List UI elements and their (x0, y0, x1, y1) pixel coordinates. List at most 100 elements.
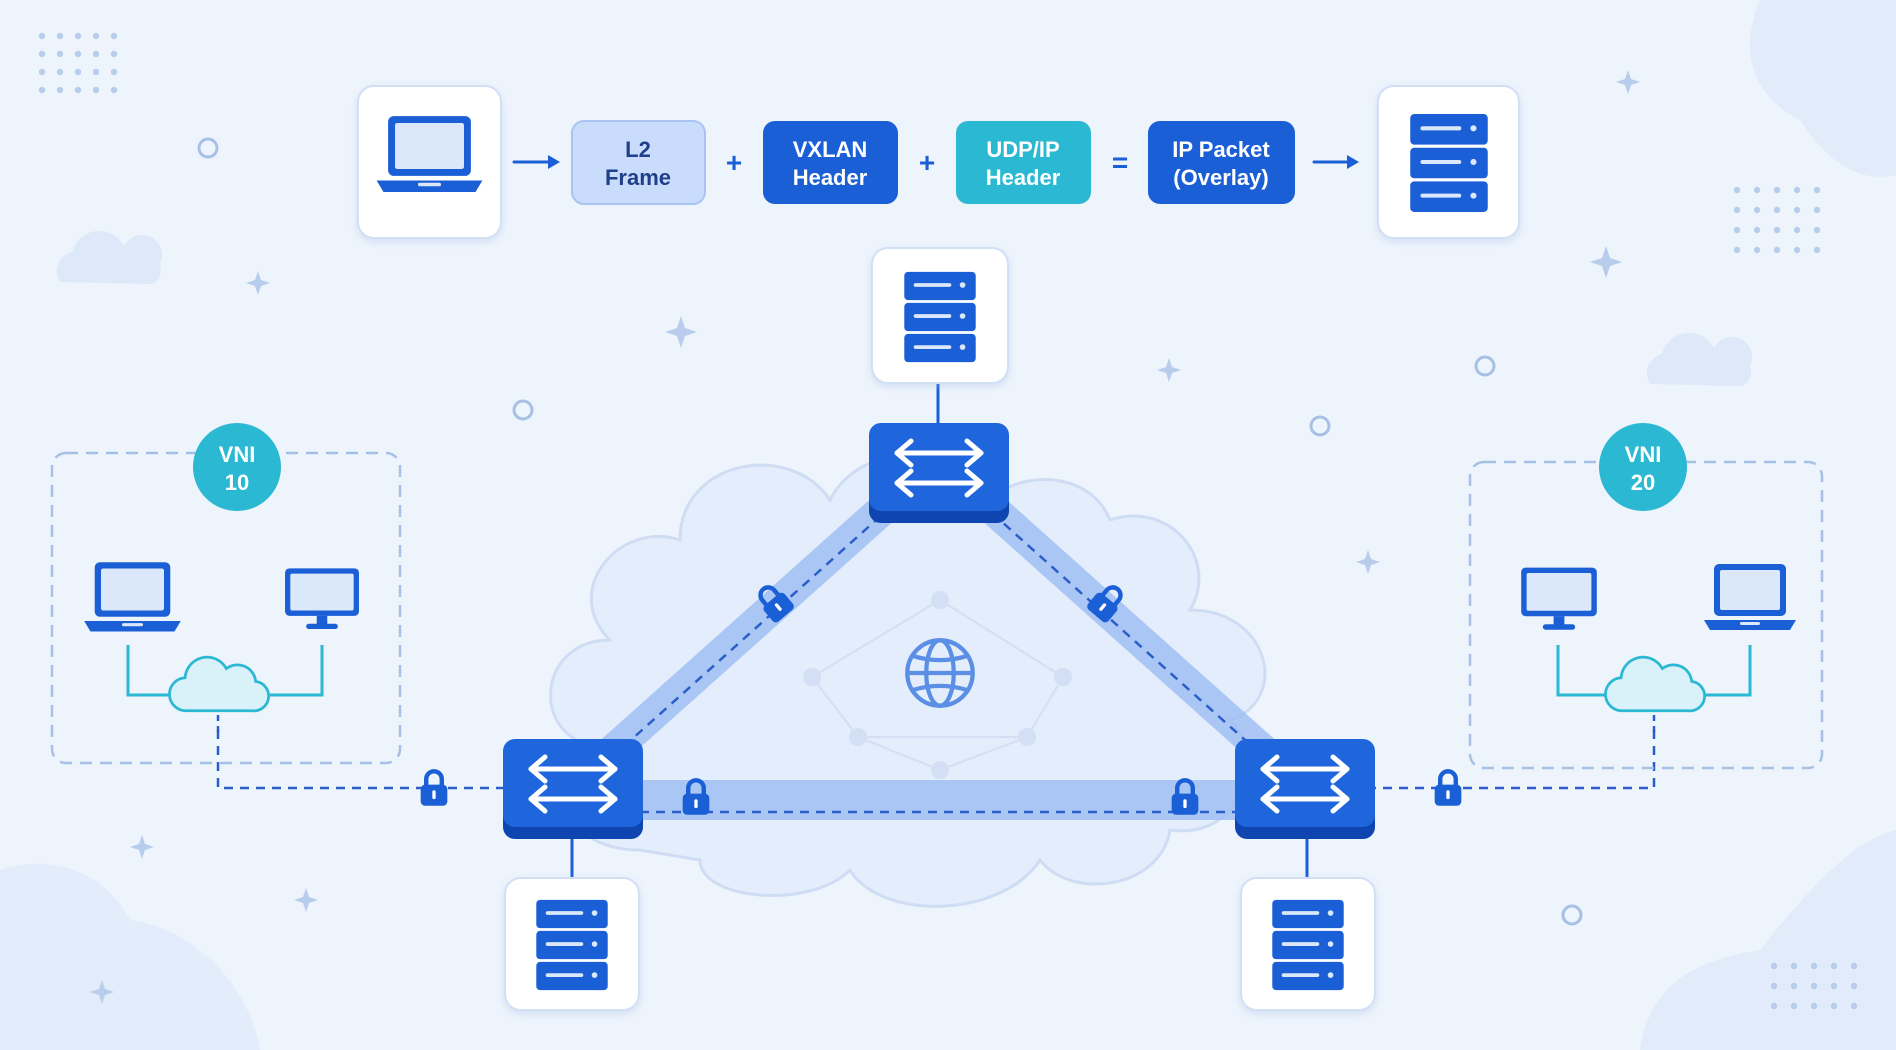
server-icon (1410, 114, 1488, 212)
l2-frame-line2: Frame (605, 165, 671, 190)
operator-plus-2: + (919, 147, 935, 178)
vni-10-label: VNI (219, 442, 256, 467)
lock-icon (421, 771, 448, 805)
decor-dot (1810, 962, 1818, 970)
decor-dot (1813, 186, 1821, 194)
ip-packet-overlay-block (1148, 121, 1295, 204)
operator-plus-1: + (726, 147, 742, 178)
decor-dot (38, 50, 46, 58)
decor-dot (74, 50, 82, 58)
decor-dot (1793, 186, 1801, 194)
monitor-icon (1521, 567, 1597, 630)
laptop-icon (376, 116, 483, 192)
decor-dot (1770, 1002, 1778, 1010)
decor-dot (1850, 962, 1858, 970)
decor-dot (74, 32, 82, 40)
vni-10-badge (193, 423, 281, 511)
switch-arrows-icon (1235, 739, 1375, 839)
vni-10-number: 10 (225, 470, 249, 495)
decor-dot (38, 32, 46, 40)
decor-dot (56, 50, 64, 58)
decor-dot (1733, 186, 1741, 194)
switch-arrows-icon (503, 739, 643, 839)
decor-dot (1733, 226, 1741, 234)
decor-dot (1793, 206, 1801, 214)
decor-dot (1830, 1002, 1838, 1010)
decor-dot (1810, 1002, 1818, 1010)
decor-dot (1813, 226, 1821, 234)
lock-icon (1435, 771, 1462, 805)
decor-dot (1790, 982, 1798, 990)
encapsulation-row: L2 Frame + VXLAN Header + UDP/IP Header … (357, 85, 1520, 239)
decor-dot (110, 68, 118, 76)
decor-dot (1770, 982, 1778, 990)
decor-dot (56, 32, 64, 40)
decor-dot (74, 86, 82, 94)
decor-dot (1790, 962, 1798, 970)
vni-20-label: VNI (1625, 442, 1662, 467)
vxlan-header-line2: Header (793, 165, 868, 190)
decor-dot (56, 86, 64, 94)
decor-dot (110, 86, 118, 94)
decor-dot (110, 32, 118, 40)
ip-packet-line1: IP Packet (1172, 137, 1270, 162)
decor-dot (1733, 206, 1741, 214)
udp-ip-header-line2: Header (986, 165, 1061, 190)
decor-dot (92, 32, 100, 40)
decor-dot (1830, 962, 1838, 970)
cloud-icon (1604, 655, 1707, 713)
decor-dot (1850, 982, 1858, 990)
decor-dot (1753, 226, 1761, 234)
decor-dot (1773, 246, 1781, 254)
decor-dot (1770, 962, 1778, 970)
decor-dot (1753, 206, 1761, 214)
operator-equals: = (1112, 147, 1128, 178)
laptop-icon (84, 562, 181, 632)
vxlan-header-line1: VXLAN (793, 137, 868, 162)
server-icon (904, 271, 976, 363)
l2-frame-line1: L2 (625, 137, 651, 162)
l2-frame-block (571, 120, 706, 205)
decor-dot (1850, 1002, 1858, 1010)
decor-dot (1813, 206, 1821, 214)
decor-dot (1793, 226, 1801, 234)
decor-dot (1753, 186, 1761, 194)
udp-ip-header-block (956, 121, 1091, 204)
decor-dot (92, 86, 100, 94)
monitor-icon (285, 568, 359, 630)
decor-dot (92, 68, 100, 76)
switch-arrows-icon (869, 423, 1009, 523)
fabric-servers (504, 247, 1376, 1011)
decor-dot (1773, 186, 1781, 194)
vni-20-number: 20 (1631, 470, 1655, 495)
decor-dot (1773, 226, 1781, 234)
decor-dot (92, 50, 100, 58)
server-icon (536, 899, 608, 991)
decor-dot (110, 50, 118, 58)
udp-ip-header-line1: UDP/IP (986, 137, 1059, 162)
decor-dot (1790, 1002, 1798, 1010)
decor-dot (1813, 246, 1821, 254)
decor-dot (1753, 246, 1761, 254)
decor-dot (1773, 206, 1781, 214)
vni-20-badge (1599, 423, 1687, 511)
decor-dot (1810, 982, 1818, 990)
vni-20-segment: VNI 20 (1521, 423, 1796, 732)
ip-packet-line2: (Overlay) (1173, 165, 1268, 190)
cloud-icon (168, 655, 271, 713)
decor-dot (38, 68, 46, 76)
server-icon (1272, 899, 1344, 991)
decor-dot (56, 68, 64, 76)
decor-dot (1830, 982, 1838, 990)
decor-dot (74, 68, 82, 76)
laptop-icon (1704, 564, 1796, 630)
vni-10-segment: VNI 10 (84, 423, 359, 732)
decor-dot (1793, 246, 1801, 254)
vxlan-header-block (763, 121, 898, 204)
fabric-links (216, 383, 1656, 878)
decor-dot (1733, 246, 1741, 254)
decor-dot (38, 86, 46, 94)
